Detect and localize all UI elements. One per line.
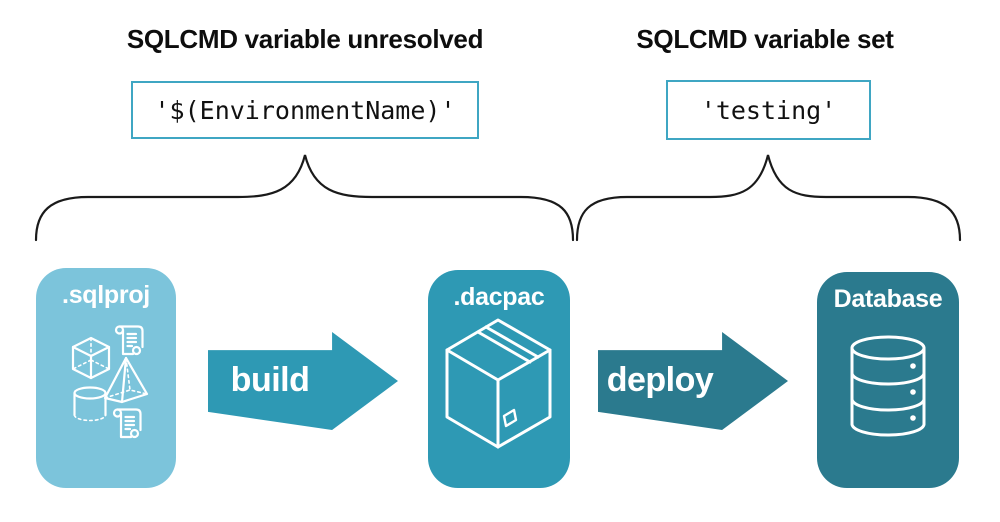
database-icon [850, 335, 926, 437]
script-icon [114, 325, 144, 356]
cube-icon [71, 336, 111, 380]
left-curly-brace [34, 154, 575, 242]
code-text-testing-value: 'testing' [700, 95, 837, 125]
heading-variable-set: SQLCMD variable set [636, 24, 894, 54]
cylinder-icon [73, 386, 107, 422]
deploy-arrow: deploy [598, 332, 788, 430]
code-box-environment-variable: '$(EnvironmentName)' [131, 81, 479, 139]
code-text-environment-variable: '$(EnvironmentName)' [154, 95, 456, 125]
database-label: Database [833, 285, 943, 313]
build-arrow-label: build [230, 361, 310, 400]
code-box-testing-value: 'testing' [666, 80, 871, 140]
pyramid-icon [103, 356, 149, 404]
package-icon [445, 318, 552, 449]
sqlproj-card: .sqlproj [36, 268, 176, 488]
sql-objects-icons [71, 325, 149, 439]
dacpac-label: .dacpac [453, 283, 545, 311]
dacpac-card: .dacpac [428, 270, 570, 488]
right-curly-brace [575, 154, 962, 242]
script-icon [112, 408, 142, 439]
database-card: Database [817, 272, 959, 488]
heading-variable-unresolved: SQLCMD variable unresolved [126, 24, 484, 54]
deploy-arrow-label: deploy [606, 361, 714, 400]
sqlproj-label: .sqlproj [62, 281, 150, 309]
build-arrow: build [208, 332, 398, 430]
